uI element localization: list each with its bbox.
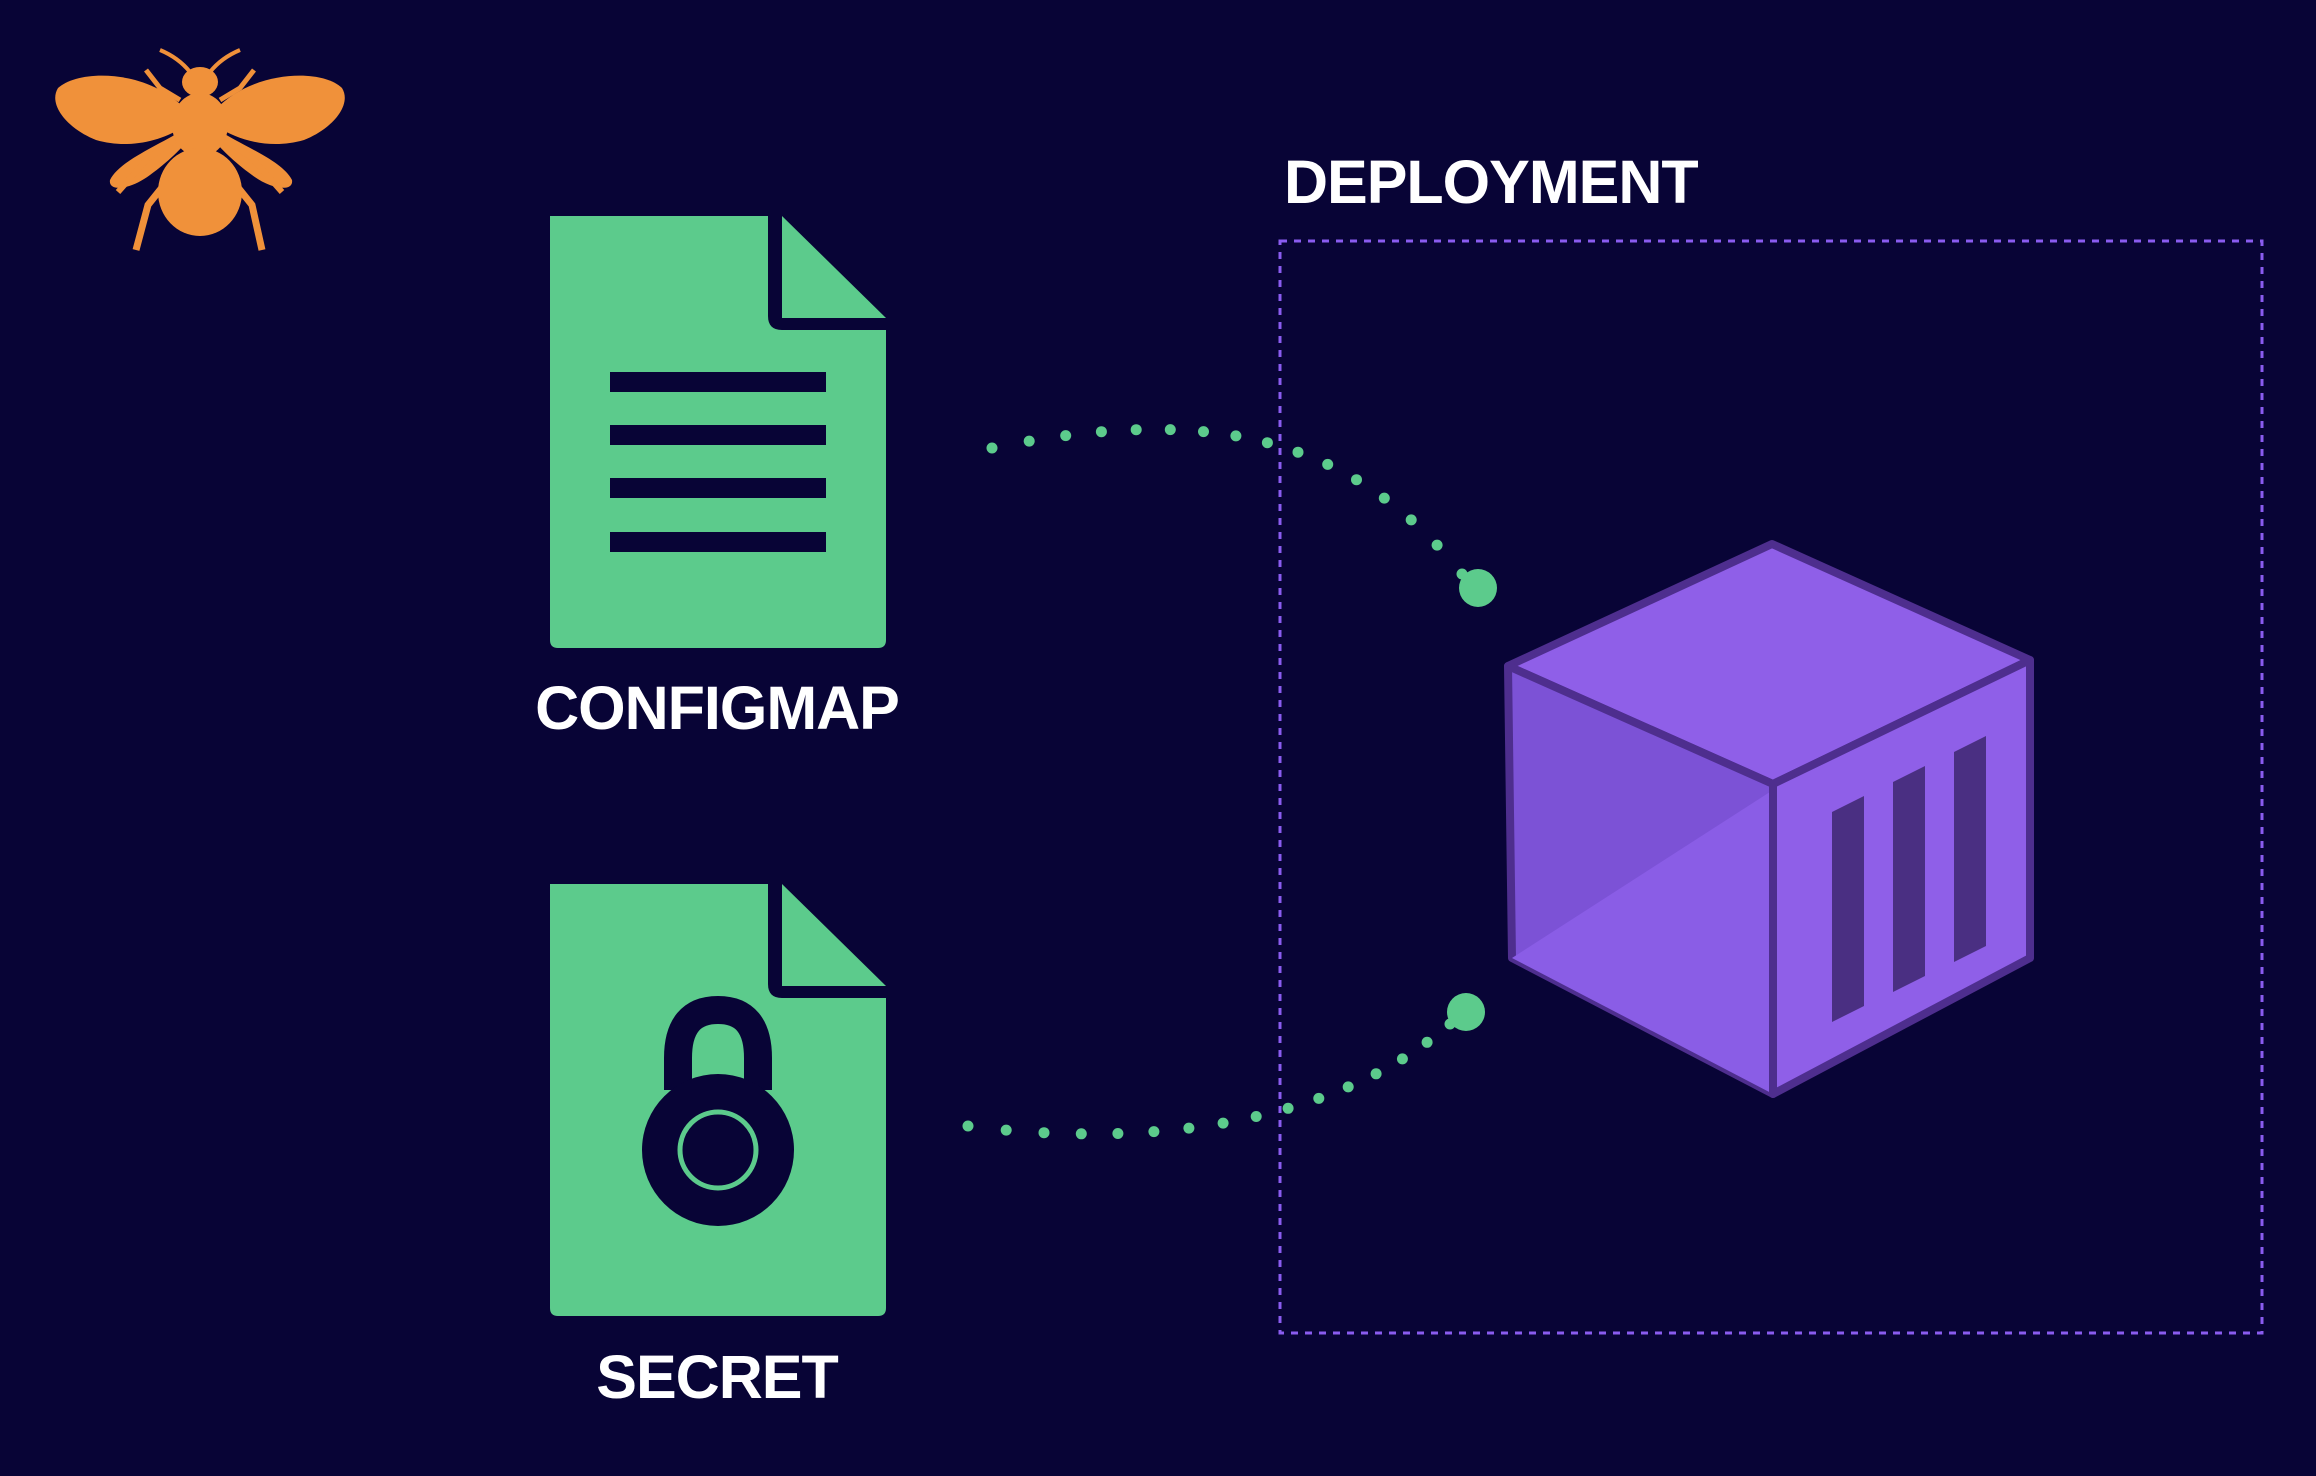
connector-dot	[1292, 446, 1304, 458]
connector-dot	[1230, 430, 1242, 442]
secret-label: SECRET	[596, 1343, 838, 1411]
connector-dot	[1322, 458, 1334, 470]
connector-dot	[1421, 1036, 1433, 1048]
secret-document-icon	[550, 884, 886, 1316]
configmap-connector	[986, 424, 1468, 580]
configmap-connector-end	[1459, 569, 1497, 607]
connector-dot	[986, 442, 998, 454]
container-icon	[1504, 540, 2034, 1098]
configmap-document-icon	[550, 216, 886, 648]
connector-dot	[1130, 424, 1142, 436]
connector-dot	[1313, 1092, 1325, 1104]
connector-dot	[1112, 1128, 1124, 1139]
connector-dot	[1378, 492, 1390, 504]
connector-dot	[1282, 1102, 1294, 1114]
connector-dot	[1342, 1081, 1354, 1093]
connector-dot	[1060, 430, 1072, 442]
connector-dot	[1075, 1128, 1087, 1140]
connector-dot	[1431, 539, 1443, 551]
connector-dot	[1038, 1127, 1050, 1139]
connector-dot	[1261, 437, 1273, 449]
connector-dot	[1095, 426, 1107, 438]
bee-logo-icon	[55, 48, 345, 251]
connector-dot	[1250, 1111, 1262, 1122]
connector-dot	[1405, 514, 1417, 526]
connector-dot	[1351, 474, 1362, 486]
connector-dot	[1000, 1124, 1012, 1136]
connector-dot	[1396, 1053, 1408, 1065]
lock-icon	[642, 995, 794, 1226]
connector-dot	[1183, 1122, 1195, 1134]
connector-dot	[1148, 1126, 1160, 1138]
secret-connector-end	[1447, 993, 1485, 1031]
connector-dot	[1023, 435, 1035, 447]
connector-dot	[1370, 1068, 1382, 1080]
connector-dot	[1164, 424, 1176, 436]
secret-connector	[962, 1018, 1456, 1140]
deployment-boundary	[1278, 239, 2264, 1335]
configmap-label: CONFIGMAP	[535, 674, 900, 742]
connector-dot	[962, 1120, 974, 1132]
connector-dot	[1217, 1117, 1229, 1129]
deployment-label: DEPLOYMENT	[1284, 148, 1699, 216]
connector-dot	[1198, 426, 1209, 438]
